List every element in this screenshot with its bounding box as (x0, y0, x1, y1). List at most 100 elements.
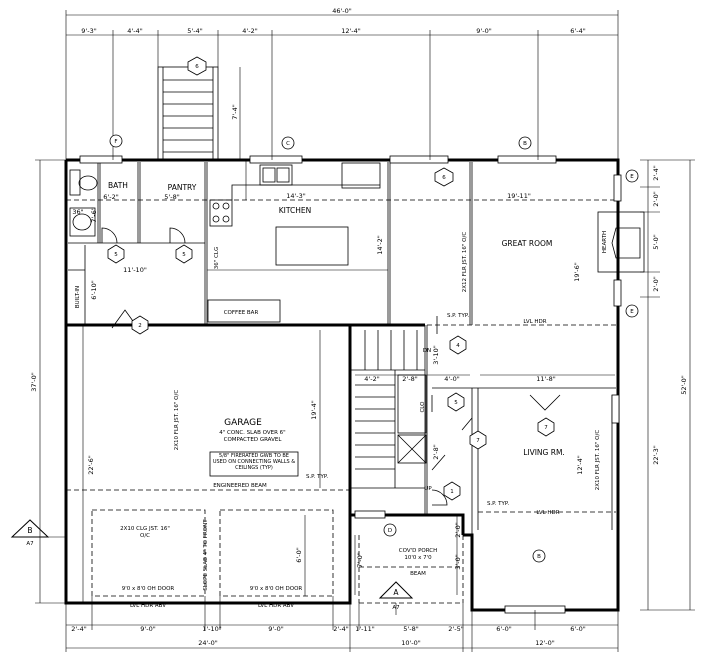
dim-right-2: 2'-0" (652, 191, 660, 206)
exterior-wall-left-garage (64, 160, 352, 605)
tag-text: 6 2 4 5 7 1 5 5 6 7 F C B E E B D B A7 A… (26, 64, 634, 611)
door-tag-6-stair (187, 56, 207, 76)
bath-sink-icon (72, 213, 92, 231)
dim-right-1: 2'-4" (652, 165, 660, 180)
room-labels: BATH PANTRY KITCHEN GREAT ROOM GARAGE LI… (75, 181, 608, 561)
note-beam: BEAM (410, 571, 426, 577)
dim-porch-left: 7'-0" (356, 552, 364, 567)
note-dn: DN (423, 348, 431, 354)
dim-bottom-8: 2'-5" (448, 625, 463, 633)
section-sheet-b: A7 (26, 541, 34, 547)
coffee-bar-counter (207, 299, 281, 323)
dim-right-overall: 52'-0" (680, 375, 688, 395)
door-tag-2 (131, 315, 149, 335)
elevator-shaft (397, 434, 427, 464)
note-lvl-hdr-living: LVL HDR (536, 510, 559, 516)
tag-text-4: 4 (456, 343, 460, 349)
window-right-mid (613, 279, 622, 307)
window-great-right (497, 155, 557, 164)
window-great-left (389, 155, 449, 164)
dim-door-depth: 6'-0" (295, 547, 303, 562)
dim-top-2: 4'-4" (127, 27, 142, 35)
dim-top-6: 9'-0" (476, 27, 491, 35)
room-label-great-room: GREAT ROOM (502, 239, 553, 248)
window-kitchen (249, 155, 303, 164)
fixtures (69, 162, 645, 464)
door-tag-5-bath (107, 244, 125, 264)
room-label-garage: GARAGE (224, 418, 262, 428)
tag-text-stair: 6 (195, 64, 199, 70)
dim-porch-right-2: 3'-0" (454, 554, 462, 569)
tag-text-living: 7 (544, 425, 548, 431)
dimension-text: 46'-0" 9'-3" 4'-4" 5'-4" 4'-2" 12'-4" 9'… (30, 7, 688, 647)
window-porch (354, 510, 386, 519)
room-label-hearth: HEARTH (602, 231, 608, 253)
note-garage-slab: 4" CONC. SLAB OVER 6" COMPACTED GRAVEL (219, 430, 285, 443)
note-lvl-hdr-abv-left: LVL HDR ABV (130, 603, 166, 609)
note-lvl-hdr-great: LVL HDR (523, 319, 546, 325)
tag-text-7-hall: 7 (476, 438, 480, 444)
room-label-pantry: PANTRY (168, 183, 197, 192)
exterior-wall-center (348, 325, 465, 535)
dim-great-width: 19'-11" (507, 192, 531, 200)
note-clg: 36" CLG (214, 247, 220, 269)
dim-clo-width: 2'-8" (402, 375, 417, 383)
window-tag-c (281, 136, 295, 150)
window-tag-f (109, 134, 123, 148)
dim-bottom-4: 9'-0" (268, 625, 283, 633)
dim-bottom-3: 1'-10" (202, 625, 222, 633)
room-label-bath: BATH (108, 181, 128, 190)
dim-right-5: 22'-3" (652, 445, 660, 465)
section-label-a: A (393, 588, 399, 597)
section-sheet-a: A7 (392, 605, 400, 611)
kitchen-counter (231, 184, 380, 200)
dim-stair-run: 7'-4" (231, 104, 239, 119)
dim-right-3: 5'-0" (652, 234, 660, 249)
dim-bottom-2: 9'-0" (140, 625, 155, 633)
room-label-porch-size: 10'0 x 7'0 (404, 555, 432, 561)
tag-text-f: F (114, 139, 117, 145)
pantry-door-swing (169, 227, 186, 244)
window-tag-e-top (625, 169, 639, 183)
bath-door-swing (101, 227, 118, 244)
section-markers (10, 519, 414, 615)
tag-text-pantry-door: 5 (182, 252, 186, 258)
dim-kitchen-width: 14'-3" (286, 192, 306, 200)
tag-text-b-bottom: B (537, 554, 541, 560)
note-flr-jst-living: 2X10 FLR JST. 16" O/C (595, 430, 601, 491)
dim-top-7: 6'-4" (570, 27, 585, 35)
exterior-wall-top-right (66, 158, 620, 612)
room-label-built-in: BUILT-IN (75, 286, 81, 308)
note-flr-jst-garage: 2X10 FLR JST. 16" O/C (174, 390, 180, 451)
dimension-lines (35, 10, 695, 652)
window-living-side (611, 394, 620, 424)
interior-walls (68, 162, 616, 535)
dim-right-4: 2'-0" (652, 276, 660, 291)
note-oh-door-left: 9'0 x 8'0 OH DOOR (122, 586, 175, 592)
dim-clo: 2'-8" (432, 444, 440, 459)
note-up: UP (424, 486, 432, 492)
dim-great-height: 19'-6" (573, 262, 581, 282)
dim-hall-width: 11'-10" (123, 266, 147, 274)
section-label-b: B (27, 526, 32, 535)
dim-bottom-5: 2'-4" (333, 625, 348, 633)
note-sp-typ-great: S.P. TYP. (447, 313, 469, 319)
front-door-swing (431, 489, 448, 506)
kitchen-island (275, 226, 349, 266)
dim-left-garage: 22'-6" (87, 455, 95, 475)
dim-bottom-6: 1'-11" (355, 625, 375, 633)
fireplace-icon (597, 211, 645, 273)
door-tag-1 (443, 481, 461, 501)
tag-text-2: 2 (138, 323, 142, 329)
dim-kitchen-height: 14'-2" (376, 235, 384, 255)
dim-stair-width: 4'-2" (364, 375, 379, 383)
note-clg-jst: 2X10 CLG JST. 16" O/C (120, 526, 170, 539)
room-label-living: LIVING RM. (523, 448, 565, 457)
window-tag-e-bottom (625, 304, 639, 318)
note-flr-jst-great: 2X12 FLR JST. 16" O/C (462, 232, 468, 293)
dim-top-3: 5'-4" (187, 27, 202, 35)
tag-text-1: 1 (450, 489, 454, 495)
dim-bottom-10: 6'-0" (570, 625, 585, 633)
dim-bottom-overall-1: 24'-0" (198, 639, 218, 647)
